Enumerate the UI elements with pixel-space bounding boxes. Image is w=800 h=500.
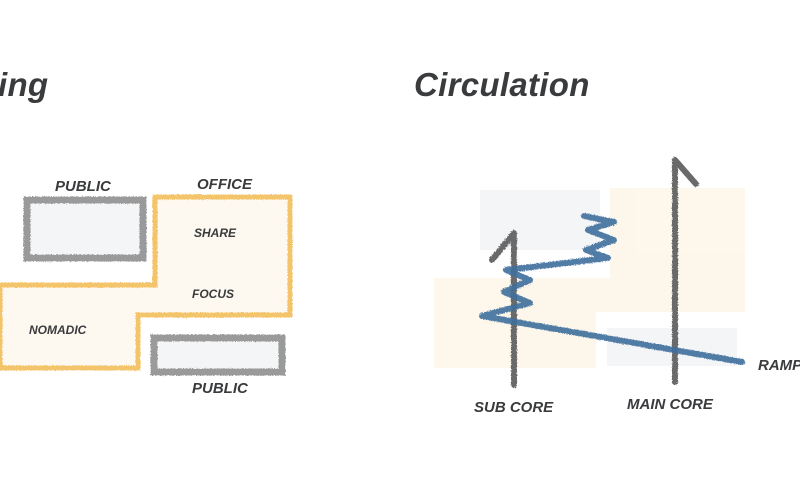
office-zone bbox=[0, 194, 293, 371]
circulation-title: Circulation bbox=[414, 66, 590, 103]
main-core-arrow bbox=[672, 157, 699, 385]
circulation-diagram bbox=[479, 157, 745, 388]
label-ramp: RAMP bbox=[758, 357, 800, 374]
zoning-diagram bbox=[0, 194, 293, 376]
label-share: SHARE bbox=[194, 226, 237, 240]
label-nomadic: NOMADIC bbox=[29, 323, 87, 337]
label-focus: FOCUS bbox=[192, 287, 234, 301]
ghost-public-top bbox=[480, 190, 600, 250]
sub-core-arrow bbox=[489, 230, 517, 388]
ramp-path bbox=[479, 213, 745, 365]
public-zone-top bbox=[23, 196, 147, 262]
label-sub-core: SUB CORE bbox=[474, 399, 554, 416]
label-public-top: PUBLIC bbox=[55, 178, 111, 195]
label-main-core: MAIN CORE bbox=[627, 396, 713, 413]
public-zone-bottom bbox=[150, 334, 286, 376]
zoning-title: ing bbox=[0, 66, 49, 103]
label-office: OFFICE bbox=[197, 176, 252, 193]
label-public-bottom: PUBLIC bbox=[192, 380, 248, 397]
